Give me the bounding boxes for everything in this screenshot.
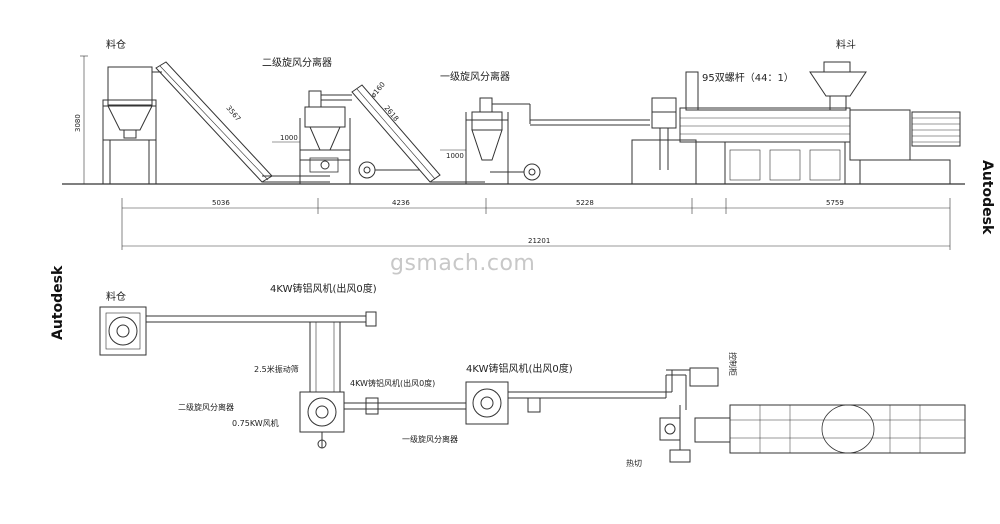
label-feed-hopper: 料斗 [836, 38, 856, 51]
dim-d2: 4236 [392, 199, 410, 207]
cyclone-2-plan [299, 321, 466, 449]
silo-elevation [102, 66, 162, 184]
dim-width-1: 1000 [280, 134, 298, 142]
cyclone-2-elevation [299, 90, 420, 184]
cyclone-1-plan [465, 369, 690, 425]
label-fan-075kw: 0.75KW风机 [232, 418, 279, 428]
brand-left: Autodesk [50, 265, 66, 340]
cyclone-1-elevation [465, 97, 650, 184]
label-silo-plan: 料仓 [106, 290, 126, 303]
dim-d4: 5759 [826, 199, 844, 207]
brand-right: Autodesk [979, 160, 995, 235]
label-silo: 料仓 [106, 38, 126, 51]
dim-height: 3080 [74, 114, 82, 132]
dim-d1: 5036 [212, 199, 230, 207]
dim-width-2: 1000 [446, 152, 464, 160]
dim-diameter: ø160 [369, 81, 386, 100]
dimension-lines [80, 55, 951, 250]
label-extruder: 95双螺杆（44：1） [702, 72, 794, 84]
label-cyclone-2: 二级旋风分离器 [262, 56, 332, 69]
silo-plan [99, 306, 377, 356]
watermark: gsmach.com [390, 251, 535, 276]
inclined-conveyor-1 [155, 61, 330, 183]
extruder-elevation [679, 61, 961, 185]
extruder-plan [659, 367, 966, 463]
control-unit-elevation [631, 97, 697, 185]
inclined-conveyor-2 [351, 84, 485, 183]
label-cyclone-1-plan: 一级旋风分离器 [402, 434, 458, 444]
label-fan-right: 4KW铸铝风机(出风0度) [466, 362, 573, 375]
label-hot-cut: 热切 [626, 458, 642, 468]
dim-incline-2: 2618 [382, 104, 400, 123]
dim-incline-1: 3567 [224, 104, 242, 123]
label-cyclone-2-plan: 二级旋风分离器 [178, 402, 234, 412]
label-control-box: 控制柜 [728, 352, 738, 376]
label-fan-top: 4KW铸铝风机(出风0度) [270, 282, 377, 295]
label-fan-mid: 4KW铸铝风机(出风0度) [350, 378, 435, 388]
plan-view [99, 306, 966, 463]
elevation-view [62, 55, 965, 250]
dim-d3: 5228 [576, 199, 594, 207]
label-cyclone-1: 一级旋风分离器 [440, 70, 510, 83]
dim-total: 21201 [528, 237, 550, 245]
label-vibrating-screen: 2.5米振动筛 [254, 364, 299, 374]
